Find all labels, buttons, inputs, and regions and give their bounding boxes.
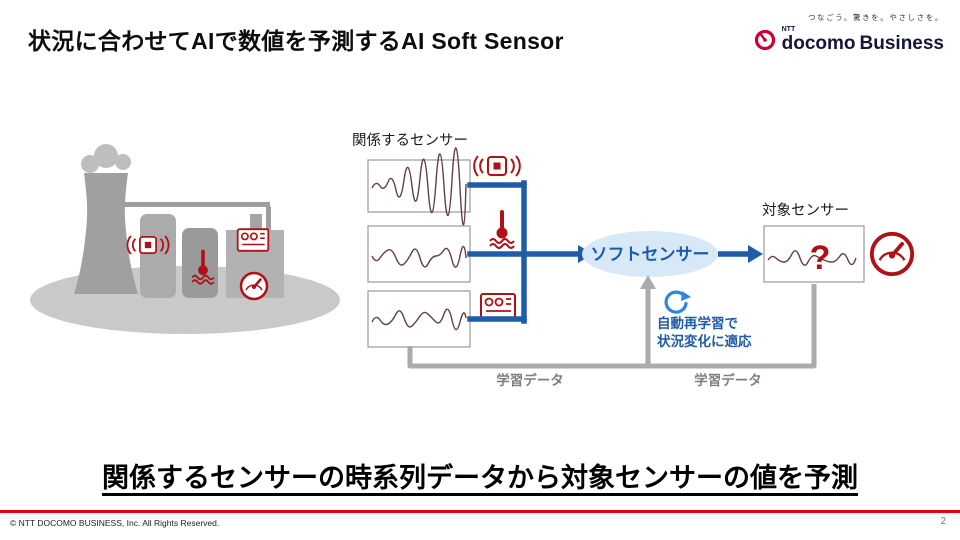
wave-1 <box>371 147 467 226</box>
tank <box>140 214 176 298</box>
cooling-tower <box>74 173 138 294</box>
gauge-icon <box>869 231 915 277</box>
pipe <box>120 202 270 207</box>
training-data-label-right: 学習データ <box>694 372 762 388</box>
target-sensor-label: 対象センサー <box>762 202 849 219</box>
chart-box-3 <box>367 290 471 348</box>
smoke-puff <box>115 154 131 170</box>
soft-sensor-diagram: 関係するセンサー ソフトセンサー 対象センサー <box>30 132 915 388</box>
page-title: 状況に合わせてAIで数値を予測するAI Soft Sensor <box>28 28 564 54</box>
soft-sensor-ellipse <box>582 231 718 277</box>
brand-logo: つなごう。驚きを。やさしさを。 NTT docomo Business <box>753 12 944 53</box>
stack <box>250 214 262 232</box>
gauge-icon <box>239 271 269 301</box>
thermometer-sensor-icon <box>488 210 516 250</box>
tank <box>182 228 218 298</box>
brand-wordmark: NTT docomo Business <box>782 26 944 53</box>
footer-divider <box>0 510 960 513</box>
blue-connector <box>467 180 581 324</box>
brand-tagline: つなごう。驚きを。やさしさを。 <box>807 13 944 22</box>
headline: 関係するセンサーの時系列データから対象センサーの値を予測 <box>0 456 960 495</box>
question-mark: ? <box>810 239 831 277</box>
factory-illustration <box>30 144 340 334</box>
logo-business-text: Business <box>859 33 944 54</box>
target-wave <box>767 250 857 266</box>
page-number: 2 <box>940 516 946 527</box>
arrow-up-to-soft-sensor <box>640 275 656 289</box>
smoke-puff <box>81 155 99 173</box>
docomo-logo-mark-icon <box>754 29 775 50</box>
wave-3 <box>371 308 467 331</box>
refresh-icon <box>664 290 691 314</box>
training-data-label-left: 学習データ <box>496 372 564 388</box>
logo-ntt-text: NTT <box>781 26 796 33</box>
relearn-text-line1: 自動再学習で <box>657 315 738 331</box>
pipe <box>266 207 271 232</box>
target-chart-box <box>763 225 865 283</box>
related-sensors-label: 関係するセンサー <box>352 132 468 149</box>
wireless-sensor-icon <box>473 155 521 177</box>
sensor-chart-boxes <box>367 147 521 348</box>
headline-text: 関係するセンサーの時系列データから対象センサーの値を予測 <box>102 463 858 493</box>
arrow-to-target <box>748 245 763 263</box>
control-panel-icon <box>236 228 270 252</box>
smoke-puff <box>94 144 118 168</box>
wave-2 <box>371 245 467 268</box>
copyright-text: © NTT DOCOMO BUSINESS, Inc. All Rights R… <box>10 518 220 528</box>
training-data-loop <box>407 284 817 369</box>
logo-docomo-text: docomo <box>781 33 856 54</box>
relearn-text-line2: 状況変化に適応 <box>657 333 752 349</box>
control-panel-icon <box>480 293 516 319</box>
soft-sensor-label: ソフトセンサー <box>591 245 710 264</box>
